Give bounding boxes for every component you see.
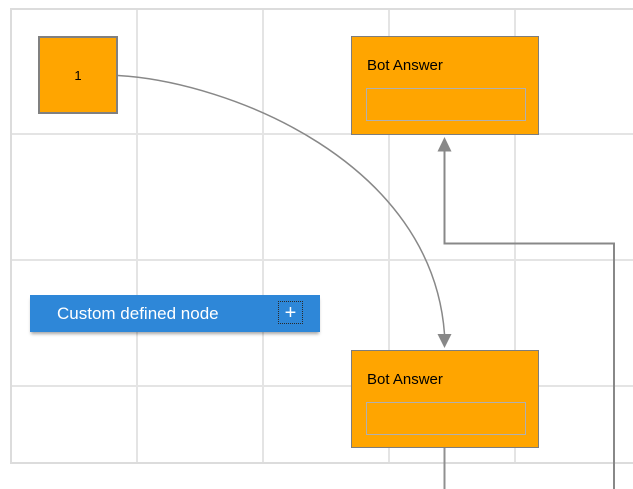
- plus-icon: +: [284, 301, 297, 324]
- custom-node-label: Custom defined node: [57, 303, 219, 323]
- bot-answer-field[interactable]: [366, 88, 526, 121]
- bot-answer-field[interactable]: [366, 402, 526, 435]
- connector-curved[interactable]: [117, 74, 446, 335]
- bot-answer-label: Bot Answer: [367, 371, 443, 388]
- bot-answer-label: Bot Answer: [367, 57, 443, 74]
- start-node-label: 1: [74, 67, 82, 83]
- bot-answer-node-top[interactable]: Bot Answer: [351, 36, 539, 135]
- add-node-button[interactable]: +: [278, 301, 303, 324]
- start-node[interactable]: 1: [38, 36, 118, 114]
- bot-answer-node-bottom[interactable]: Bot Answer: [351, 350, 539, 448]
- connector-orthogonal[interactable]: [443, 151, 615, 489]
- custom-defined-node[interactable]: Custom defined node +: [30, 295, 320, 332]
